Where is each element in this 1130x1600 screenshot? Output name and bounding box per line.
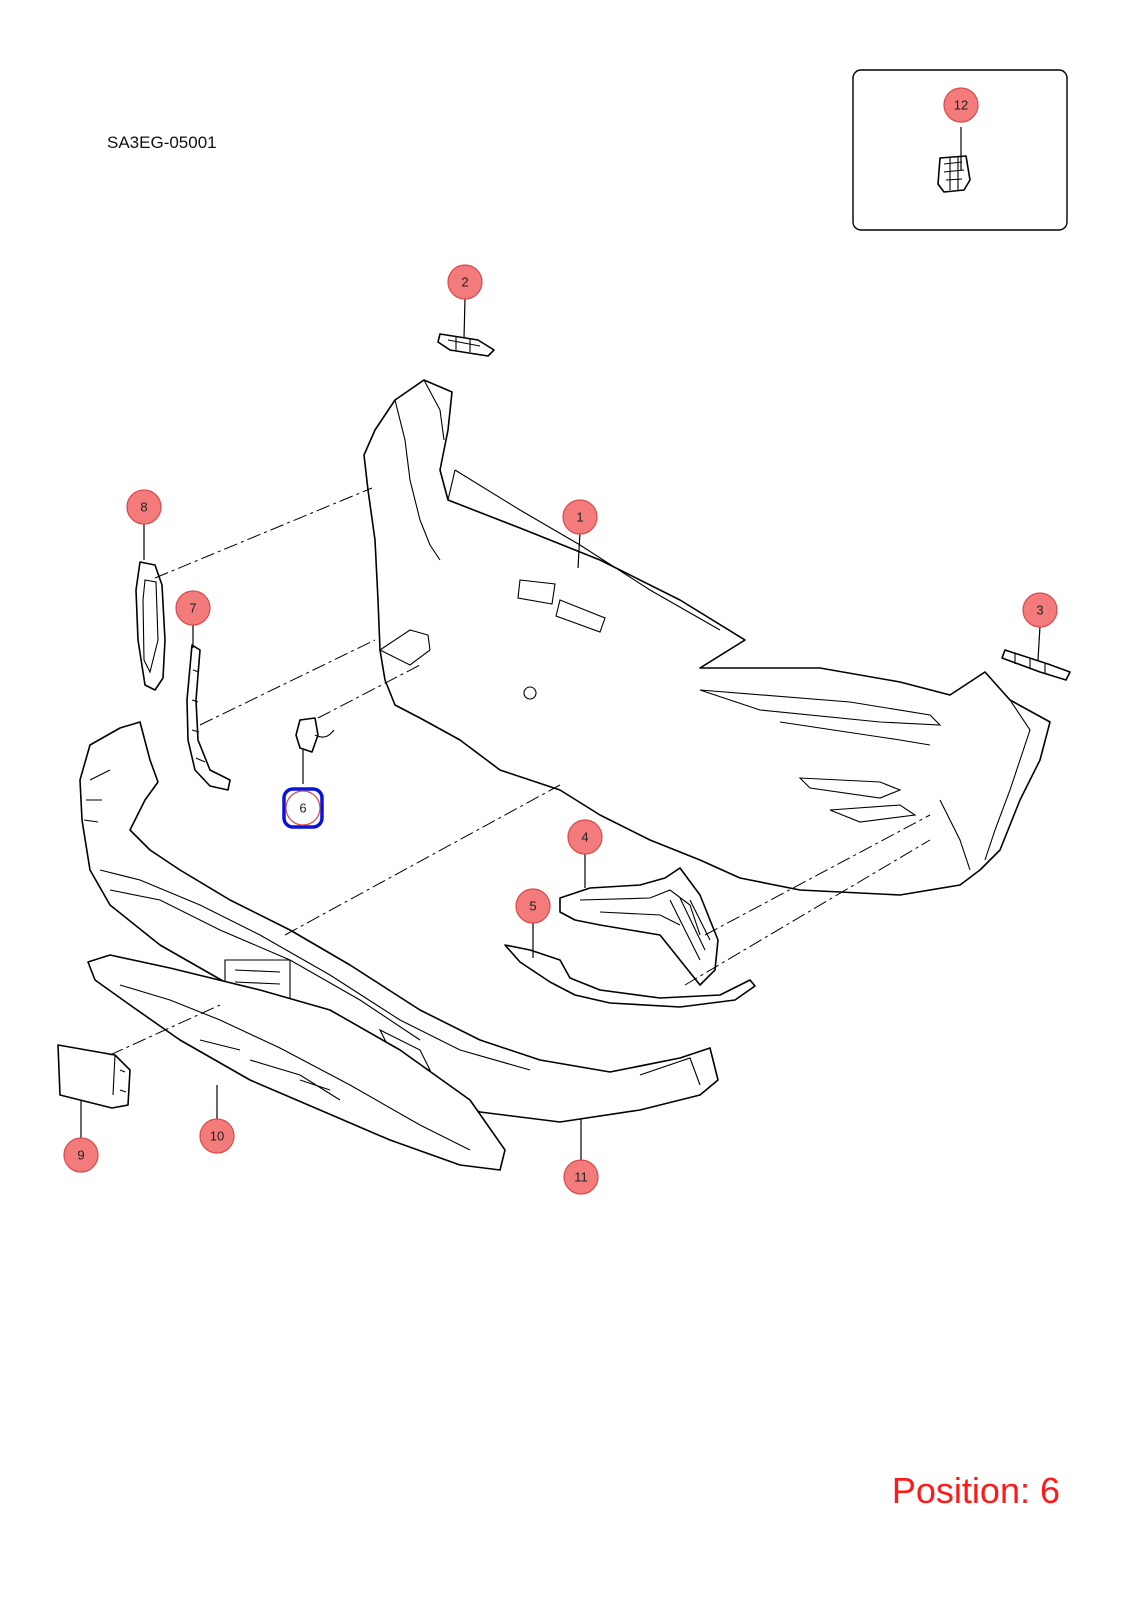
assembly-line-6 [317,664,421,719]
callout-11[interactable]: 11 [563,1159,599,1195]
callout-5[interactable]: 5 [515,888,551,924]
callout-3[interactable]: 3 [1022,592,1058,628]
callout-label: 2 [461,275,468,290]
callout-9[interactable]: 9 [63,1137,99,1173]
inset-box [852,69,1068,231]
callout-circle [126,489,162,525]
assembly-line-8 [154,487,373,579]
diagram-code: SA3EG-05001 [107,133,217,152]
callout-circle [562,499,598,535]
callout-4[interactable]: 4 [567,819,603,855]
position-label: Position: 6 [891,1470,1060,1511]
part-3-bracket[interactable] [1001,649,1071,681]
callout-circle [567,819,603,855]
part-8-lamp-frame[interactable] [135,561,166,691]
part-1-bumper-cover[interactable] [363,379,1051,896]
callout-label: 10 [210,1129,224,1144]
callout-6[interactable]: 6 [282,787,324,829]
callout-circle [563,1159,599,1195]
callout-circle [63,1137,99,1173]
callout-7[interactable]: 7 [175,590,211,626]
part-9-cover-plate[interactable] [57,1044,131,1109]
callout-label: 7 [189,601,196,616]
part-4-side-grille[interactable] [559,867,719,986]
callout-10[interactable]: 10 [199,1118,235,1154]
callout-label: 5 [529,899,536,914]
part-5-trim-strip[interactable] [504,944,756,1008]
assembly-line-5 [684,839,931,986]
callout-label: 1 [576,510,583,525]
part-2-bracket[interactable] [437,333,495,357]
assembly-line-4 [704,814,931,936]
callout-1[interactable]: 1 [562,499,598,535]
callout-label: 4 [581,830,588,845]
callout-2[interactable]: 2 [447,264,483,300]
part-6-tow-hook-cover[interactable] [295,717,335,753]
part-7-trim[interactable] [186,644,231,791]
callout-circle [199,1118,235,1154]
callout-circle [943,87,979,123]
callout-circle [285,790,321,826]
part-10-lower-lip[interactable] [87,954,506,1171]
callout-label: 12 [954,98,968,113]
callout-12[interactable]: 12 [943,87,979,123]
callout-circle [1022,592,1058,628]
callout-label: 9 [77,1148,84,1163]
callout-label: 8 [140,500,147,515]
assembly-line-7 [199,639,376,726]
callout-8[interactable]: 8 [126,489,162,525]
callout-circle [175,590,211,626]
callout-circle [447,264,483,300]
part-12-clip[interactable] [937,155,971,193]
assembly-line-9 [109,1004,221,1056]
callout-label: 3 [1036,603,1043,618]
callout-label: 11 [574,1170,588,1185]
callout-label: 6 [299,801,306,816]
callout-circle [515,888,551,924]
assembly-line-11 [284,784,561,936]
